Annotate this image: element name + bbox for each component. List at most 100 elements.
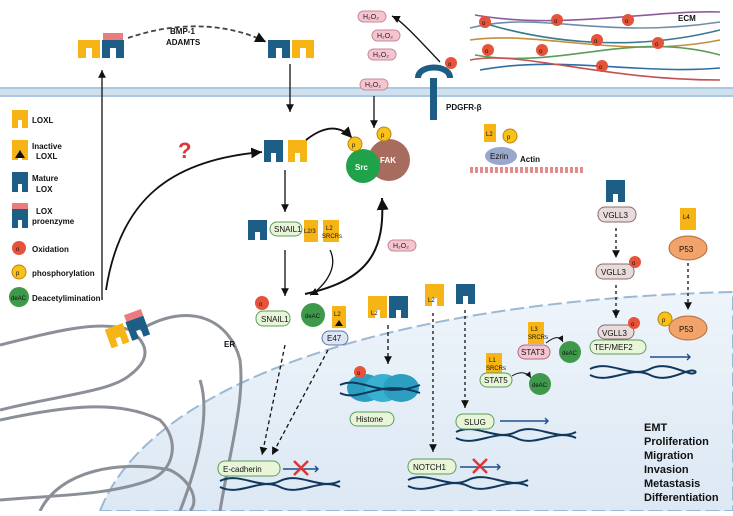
arrow-deac-to-fak	[304, 197, 389, 295]
vgll3-column: VGLL3 VGLL3 o VGLL3 o TEF/MEF2	[589, 180, 647, 355]
ezrin-actin: L2 p Ezrin Actin	[470, 124, 585, 173]
svg-text:Proliferation: Proliferation	[644, 436, 709, 448]
bmp1-label: BMP-1	[170, 27, 195, 36]
slug-pill	[455, 413, 495, 430]
svg-text:o: o	[16, 247, 20, 253]
svg-text:Metastasis: Metastasis	[644, 478, 700, 490]
notch1-repression-x	[472, 458, 488, 474]
svg-text:p: p	[16, 271, 20, 277]
arrow-to-cytoplasm-lox	[105, 147, 263, 291]
adamts-label: ADAMTS	[166, 38, 201, 47]
fak-label: FAK	[380, 156, 396, 165]
oxidation-icon	[12, 241, 26, 255]
svg-text:o: o	[655, 42, 659, 48]
svg-text:LOXL: LOXL	[36, 152, 57, 161]
svg-text:VGLL3: VGLL3	[601, 268, 626, 277]
svg-text:o: o	[539, 49, 543, 55]
svg-text:Differentiation: Differentiation	[644, 492, 719, 504]
question-mark: ?	[178, 138, 191, 163]
cleavage-arrow	[127, 25, 267, 43]
svg-text:P53: P53	[679, 245, 694, 254]
deacetylimination-icon	[9, 287, 29, 307]
er-proenzyme-pair	[104, 309, 151, 349]
legend: LOXL Inactive LOXL Mature LOX LOX proenz…	[9, 110, 101, 307]
svg-text:P53: P53	[679, 325, 694, 334]
actin-label: Actin	[520, 155, 540, 164]
loxl-icon	[12, 110, 28, 128]
svg-text:L2: L2	[486, 132, 493, 138]
svg-text:o: o	[625, 19, 629, 25]
p53-column: L4 P53 P53 p	[657, 208, 708, 341]
svg-text:TEF/MEF2: TEF/MEF2	[594, 343, 633, 352]
snail1-row: SNAIL1 L2/3 L2 SRCRs	[248, 220, 342, 242]
svg-text:L2/3: L2/3	[304, 229, 316, 235]
ecm-fibers	[469, 11, 721, 81]
svg-text:o: o	[599, 65, 603, 71]
svg-text:o: o	[632, 261, 636, 267]
svg-text:STAT3: STAT3	[521, 348, 545, 357]
svg-text:Mature: Mature	[32, 174, 59, 183]
slug-label: SLUG	[464, 418, 486, 427]
arrow-snail1-to-ecadherin	[259, 344, 286, 456]
svg-text:L2: L2	[428, 298, 435, 304]
snail1-label-top: SNAIL1	[274, 225, 302, 234]
svg-text:o: o	[357, 371, 361, 377]
lox-proenzyme-icon	[12, 209, 28, 228]
histone-nucleosome: o Histone	[339, 366, 421, 427]
dna-notch1	[407, 476, 529, 490]
notch1-loxl: L2	[425, 284, 444, 306]
er-label: ER	[224, 340, 235, 349]
svg-text:o: o	[554, 19, 558, 25]
outcomes-list: EMT Proliferation Migration Invasion Met…	[644, 422, 719, 504]
legend-item-oxidation: o Oxidation	[12, 241, 69, 255]
svg-text:deAC: deAC	[532, 383, 548, 389]
svg-text:o: o	[631, 322, 635, 328]
pdgfr-beta-receptor: o	[415, 57, 457, 120]
svg-text:H₂O₂: H₂O₂	[393, 243, 409, 250]
svg-text:o: o	[485, 49, 489, 55]
svg-text:p: p	[381, 133, 385, 139]
h2o2-pills: H₂O₂ H₂O₂ H₂O₂ H₂O₂ H₂O₂	[357, 10, 417, 252]
svg-text:L2: L2	[371, 311, 378, 317]
slug-lox	[456, 284, 475, 304]
ecadherin-pill	[217, 460, 281, 477]
svg-text:H₂O₂: H₂O₂	[373, 52, 389, 59]
cytoplasm-lox-pair	[264, 140, 307, 162]
ecm-label: ECM	[678, 14, 696, 23]
svg-text:Oxidation: Oxidation	[32, 245, 69, 254]
pdgfr-label: PDGFR-β	[446, 103, 482, 112]
svg-text:L4: L4	[683, 215, 690, 221]
svg-text:p: p	[507, 135, 511, 141]
svg-text:deAC: deAC	[562, 351, 578, 357]
svg-text:Histone: Histone	[356, 415, 384, 424]
histone-lox-pair: L2	[368, 296, 408, 318]
dna-tefmef2	[589, 365, 697, 379]
svg-text:STAT5: STAT5	[484, 376, 508, 385]
svg-text:o: o	[482, 21, 486, 27]
svg-text:Migration: Migration	[644, 450, 694, 462]
svg-text:EMT: EMT	[644, 422, 668, 434]
arrow-lox-to-src	[305, 126, 353, 141]
legend-item-mature-lox: Mature LOX	[12, 172, 59, 194]
svg-text:SRCRs: SRCRs	[528, 335, 548, 341]
ecm-oxidation-marks: o o o o o o o o	[479, 14, 664, 72]
ecadherin-repression-x	[293, 460, 309, 476]
svg-text:LOX: LOX	[36, 207, 53, 216]
svg-text:VGLL3: VGLL3	[602, 329, 627, 338]
phosphorylation-icon	[11, 264, 27, 280]
svg-text:deAC: deAC	[11, 296, 27, 302]
svg-text:o: o	[259, 302, 263, 308]
svg-text:deAC: deAC	[305, 314, 321, 320]
arrow-e47-to-ecadherin	[271, 349, 329, 456]
dna-slug	[455, 428, 577, 442]
svg-text:VGLL3: VGLL3	[603, 211, 628, 220]
svg-text:Invasion: Invasion	[644, 464, 689, 476]
svg-text:L3: L3	[531, 327, 538, 333]
svg-text:Inactive: Inactive	[32, 142, 62, 151]
svg-text:o: o	[448, 62, 452, 68]
svg-text:p: p	[662, 318, 666, 324]
svg-text:Deacetylimination: Deacetylimination	[32, 294, 101, 303]
arrow-to-deac	[309, 249, 334, 296]
lox-pair-mature-top	[268, 40, 314, 58]
